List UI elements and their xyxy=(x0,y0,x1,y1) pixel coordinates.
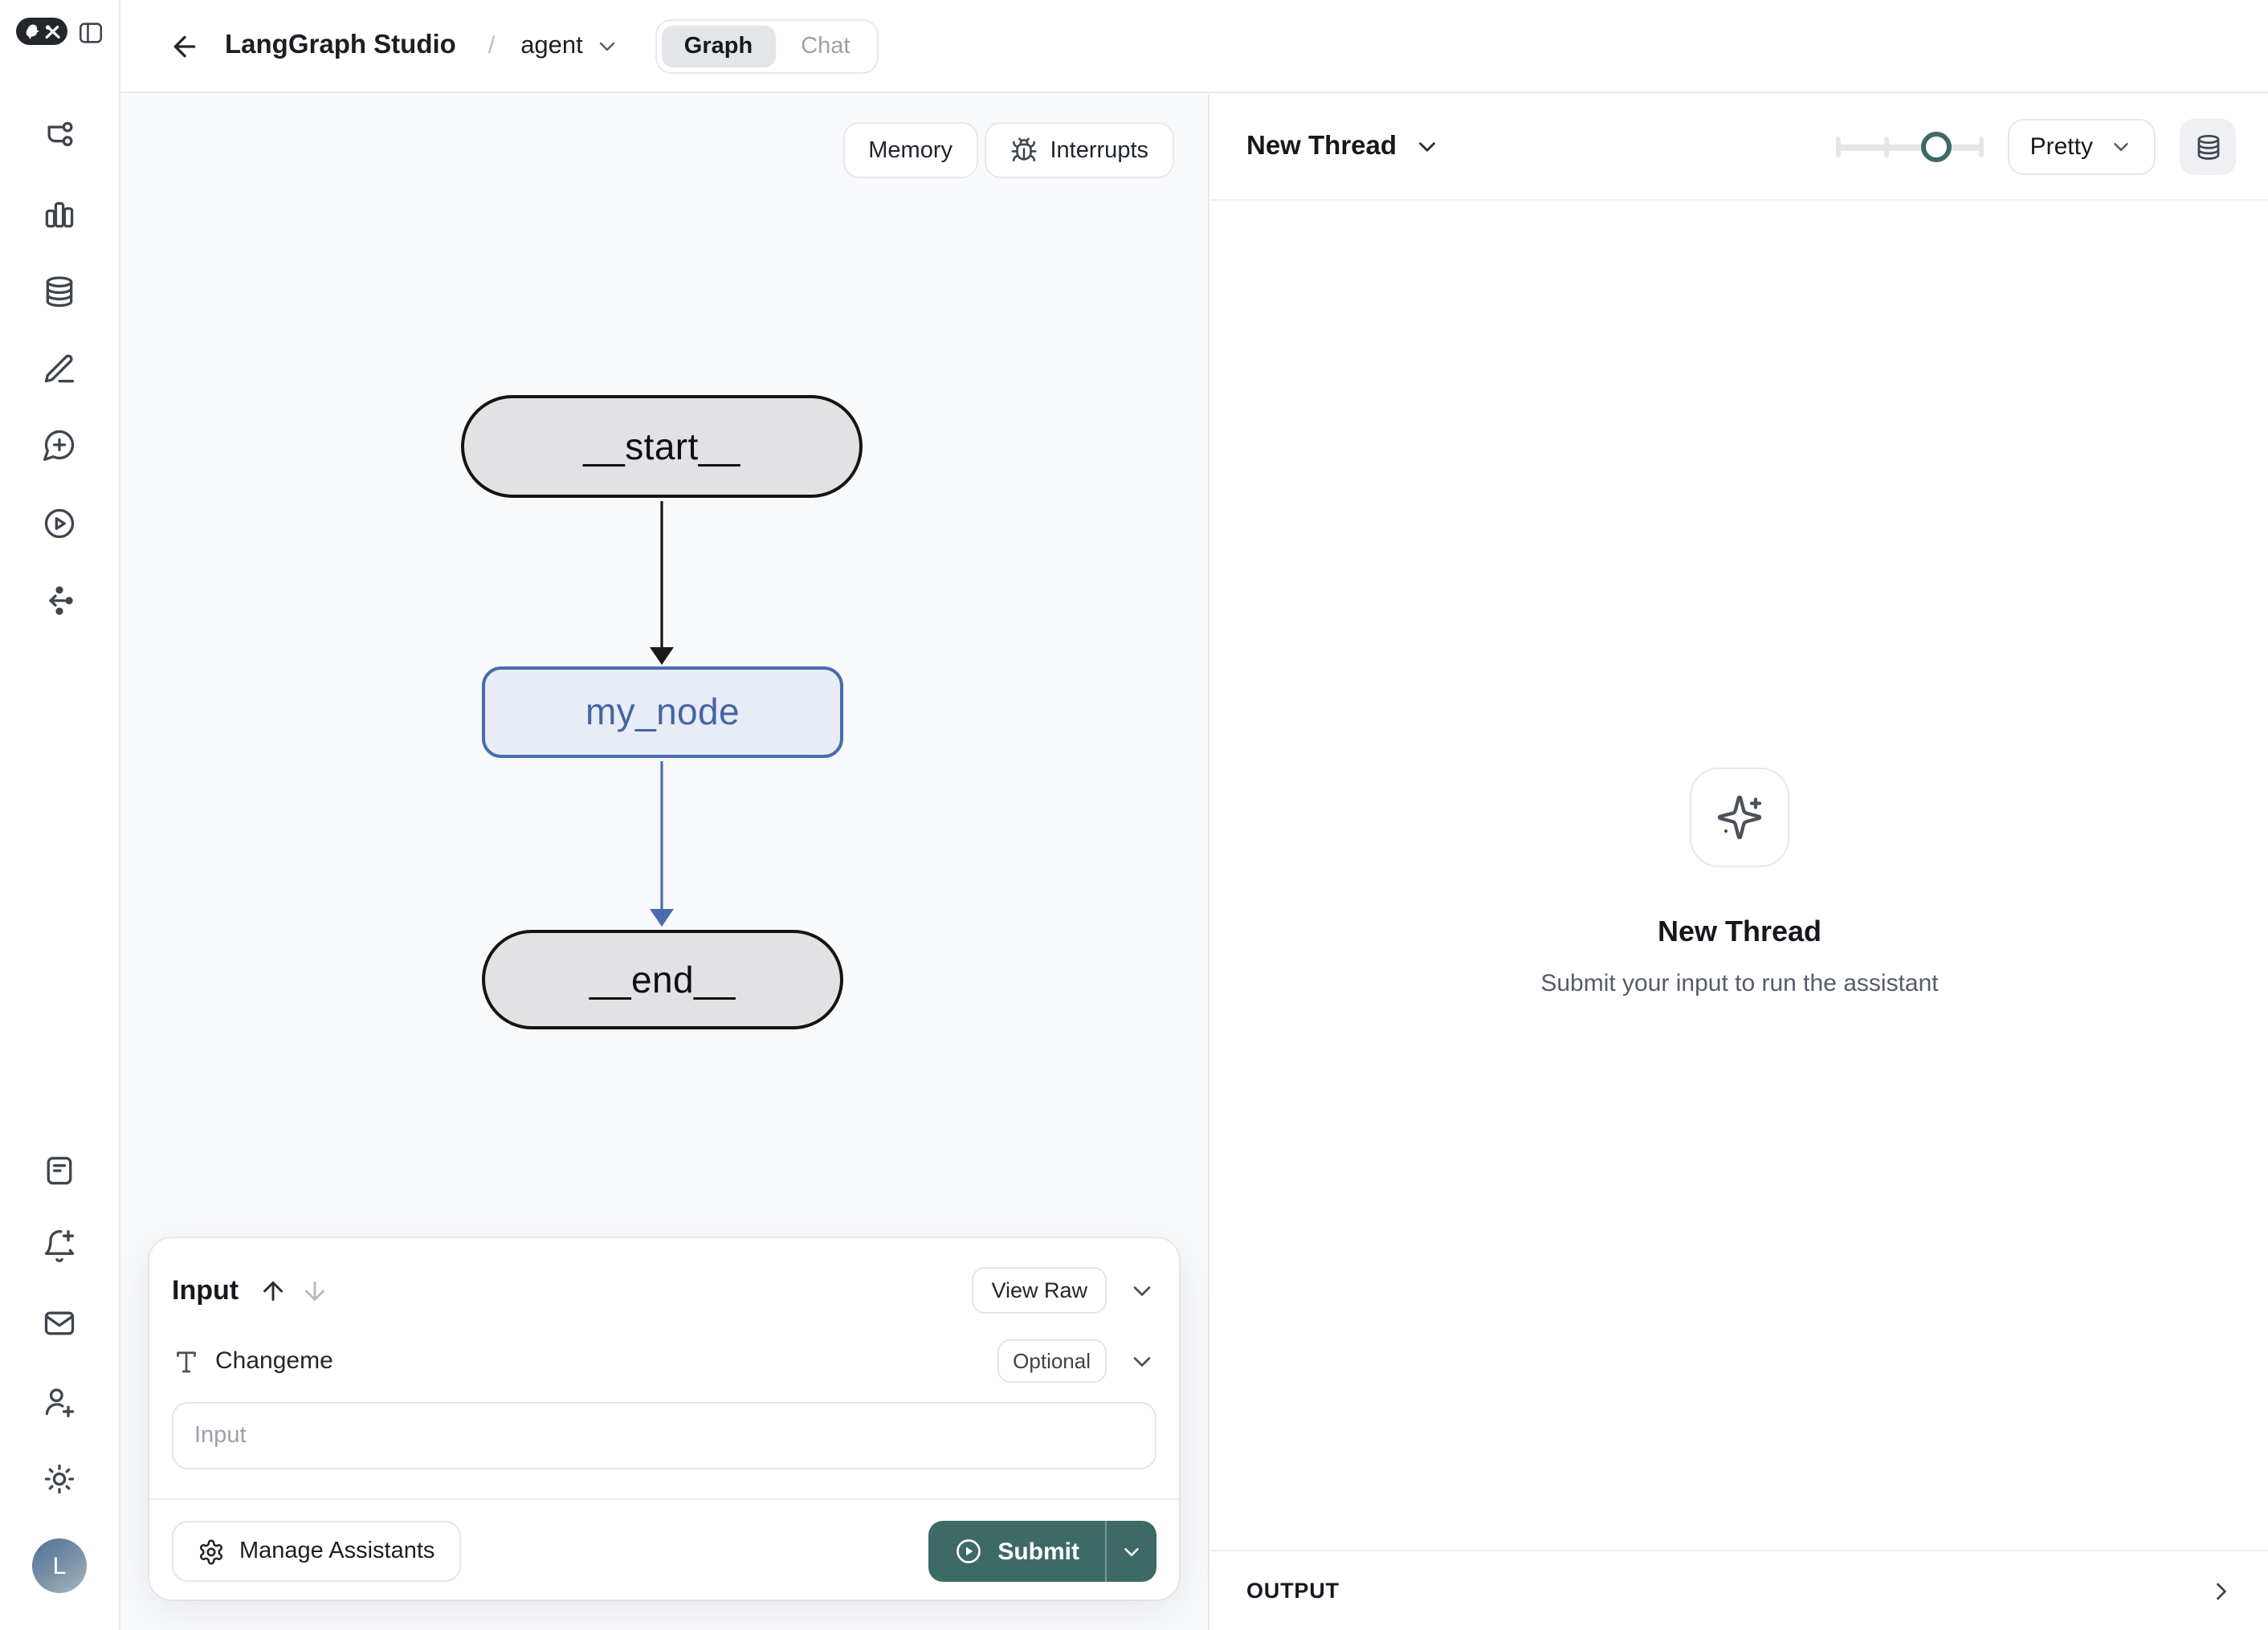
user-plus-icon[interactable] xyxy=(32,1375,87,1429)
optional-badge: Optional xyxy=(997,1339,1107,1383)
format-dropdown[interactable]: Pretty xyxy=(2007,119,2156,175)
chevron-down-icon xyxy=(2114,143,2128,151)
state-database-button[interactable] xyxy=(2180,119,2236,175)
pen-icon[interactable] xyxy=(32,342,87,397)
thread-panel: New Thread Pretty xyxy=(1211,95,2268,1630)
chevron-down-icon xyxy=(1133,1356,1151,1366)
graph-canvas[interactable]: Memory Interrupts __start__ my_node __en… xyxy=(120,95,1209,1630)
sparkles-icon xyxy=(1717,795,1762,840)
workflow-icon[interactable] xyxy=(32,111,87,165)
memory-button-label: Memory xyxy=(868,137,952,163)
mail-icon[interactable] xyxy=(32,1296,87,1351)
input-field[interactable] xyxy=(172,1402,1156,1469)
arrow-up-icon[interactable] xyxy=(258,1276,287,1305)
slider-track xyxy=(1835,145,1984,151)
sidebar: L xyxy=(0,0,120,1630)
submit-button[interactable]: Submit xyxy=(928,1521,1105,1582)
slider-tick xyxy=(1835,137,1841,157)
graph-node-end[interactable]: __end__ xyxy=(482,930,843,1029)
output-bar[interactable]: OUTPUT xyxy=(1211,1550,2268,1630)
empty-state-subtitle: Submit your input to run the assistant xyxy=(1540,970,1939,997)
slider-handle[interactable] xyxy=(1921,132,1952,162)
page-title: LangGraph Studio xyxy=(225,31,456,59)
submit-button-label: Submit xyxy=(997,1538,1079,1565)
zoom-slider[interactable] xyxy=(1835,132,1984,162)
submit-split-button: Submit xyxy=(928,1521,1156,1582)
type-icon xyxy=(177,1351,196,1372)
arrow-left-icon xyxy=(173,35,196,57)
graph-selector-label: agent xyxy=(520,31,583,59)
user-avatar[interactable]: L xyxy=(32,1538,87,1593)
empty-state: New Thread Submit your input to run the … xyxy=(1211,768,2268,997)
chevron-down-icon xyxy=(1124,1547,1139,1555)
play-circle-icon xyxy=(957,1539,981,1563)
interrupts-button[interactable]: Interrupts xyxy=(984,122,1174,178)
chevron-right-icon xyxy=(2217,1582,2226,1599)
langchain-logo[interactable] xyxy=(16,18,67,45)
field-label: Changeme xyxy=(215,1347,333,1375)
bug-icon xyxy=(1011,137,1036,162)
arrow-down-icon[interactable] xyxy=(300,1276,328,1305)
document-icon[interactable] xyxy=(32,1143,87,1198)
database-icon xyxy=(2197,133,2219,159)
bell-plus-icon[interactable] xyxy=(32,1219,87,1273)
slider-tick xyxy=(1978,137,1984,157)
tab-chat[interactable]: Chat xyxy=(801,33,850,59)
submit-options-caret[interactable] xyxy=(1105,1521,1156,1582)
graph-node-my-node[interactable]: my_node xyxy=(482,666,843,758)
format-dropdown-label: Pretty xyxy=(2029,133,2093,161)
input-collapse-chevron[interactable] xyxy=(1128,1276,1156,1305)
thread-selector-dropdown[interactable]: New Thread xyxy=(1246,132,1440,162)
sun-icon[interactable] xyxy=(32,1452,87,1506)
tab-graph[interactable]: Graph xyxy=(661,25,776,67)
bar-chart-icon[interactable] xyxy=(32,188,87,242)
thread-header: New Thread Pretty xyxy=(1211,95,2268,201)
field-collapse-chevron[interactable] xyxy=(1128,1347,1156,1375)
play-circle-icon[interactable] xyxy=(32,496,87,551)
graph-node-start[interactable]: __start__ xyxy=(461,395,863,498)
database-icon[interactable] xyxy=(32,265,87,320)
gear-icon xyxy=(199,1538,223,1564)
empty-state-title: New Thread xyxy=(1657,915,1822,947)
edge-my-node-to-end xyxy=(650,761,674,927)
thread-title: New Thread xyxy=(1246,132,1397,161)
edge-start-to-my-node xyxy=(650,501,674,665)
manage-assistants-button[interactable]: Manage Assistants xyxy=(172,1521,461,1582)
chevron-down-icon xyxy=(1133,1286,1151,1295)
back-button[interactable] xyxy=(169,30,201,62)
graph-selector-dropdown[interactable]: agent xyxy=(520,31,620,60)
message-plus-icon[interactable] xyxy=(32,418,87,472)
slider-tick xyxy=(1884,137,1890,157)
graph-network-icon[interactable] xyxy=(32,573,87,628)
memory-button[interactable]: Memory xyxy=(842,122,978,178)
input-panel-title: Input xyxy=(172,1274,239,1305)
view-mode-tabs: Graph Chat xyxy=(655,18,879,73)
output-label: OUTPUT xyxy=(1246,1579,1340,1603)
breadcrumb-separator: / xyxy=(487,32,496,59)
new-thread-card xyxy=(1690,768,1789,867)
top-header: LangGraph Studio / agent Graph Chat xyxy=(120,0,2268,93)
parrot-tools-logo-icon xyxy=(26,23,60,39)
input-panel: Input View Raw Changeme xyxy=(149,1238,1179,1599)
chevron-down-icon xyxy=(1418,142,1434,152)
chevron-down-icon xyxy=(599,41,614,51)
panel-left-toggle-icon[interactable] xyxy=(75,18,104,47)
interrupts-button-label: Interrupts xyxy=(1050,137,1149,163)
manage-assistants-label: Manage Assistants xyxy=(239,1538,435,1564)
view-raw-button[interactable]: View Raw xyxy=(972,1267,1107,1314)
